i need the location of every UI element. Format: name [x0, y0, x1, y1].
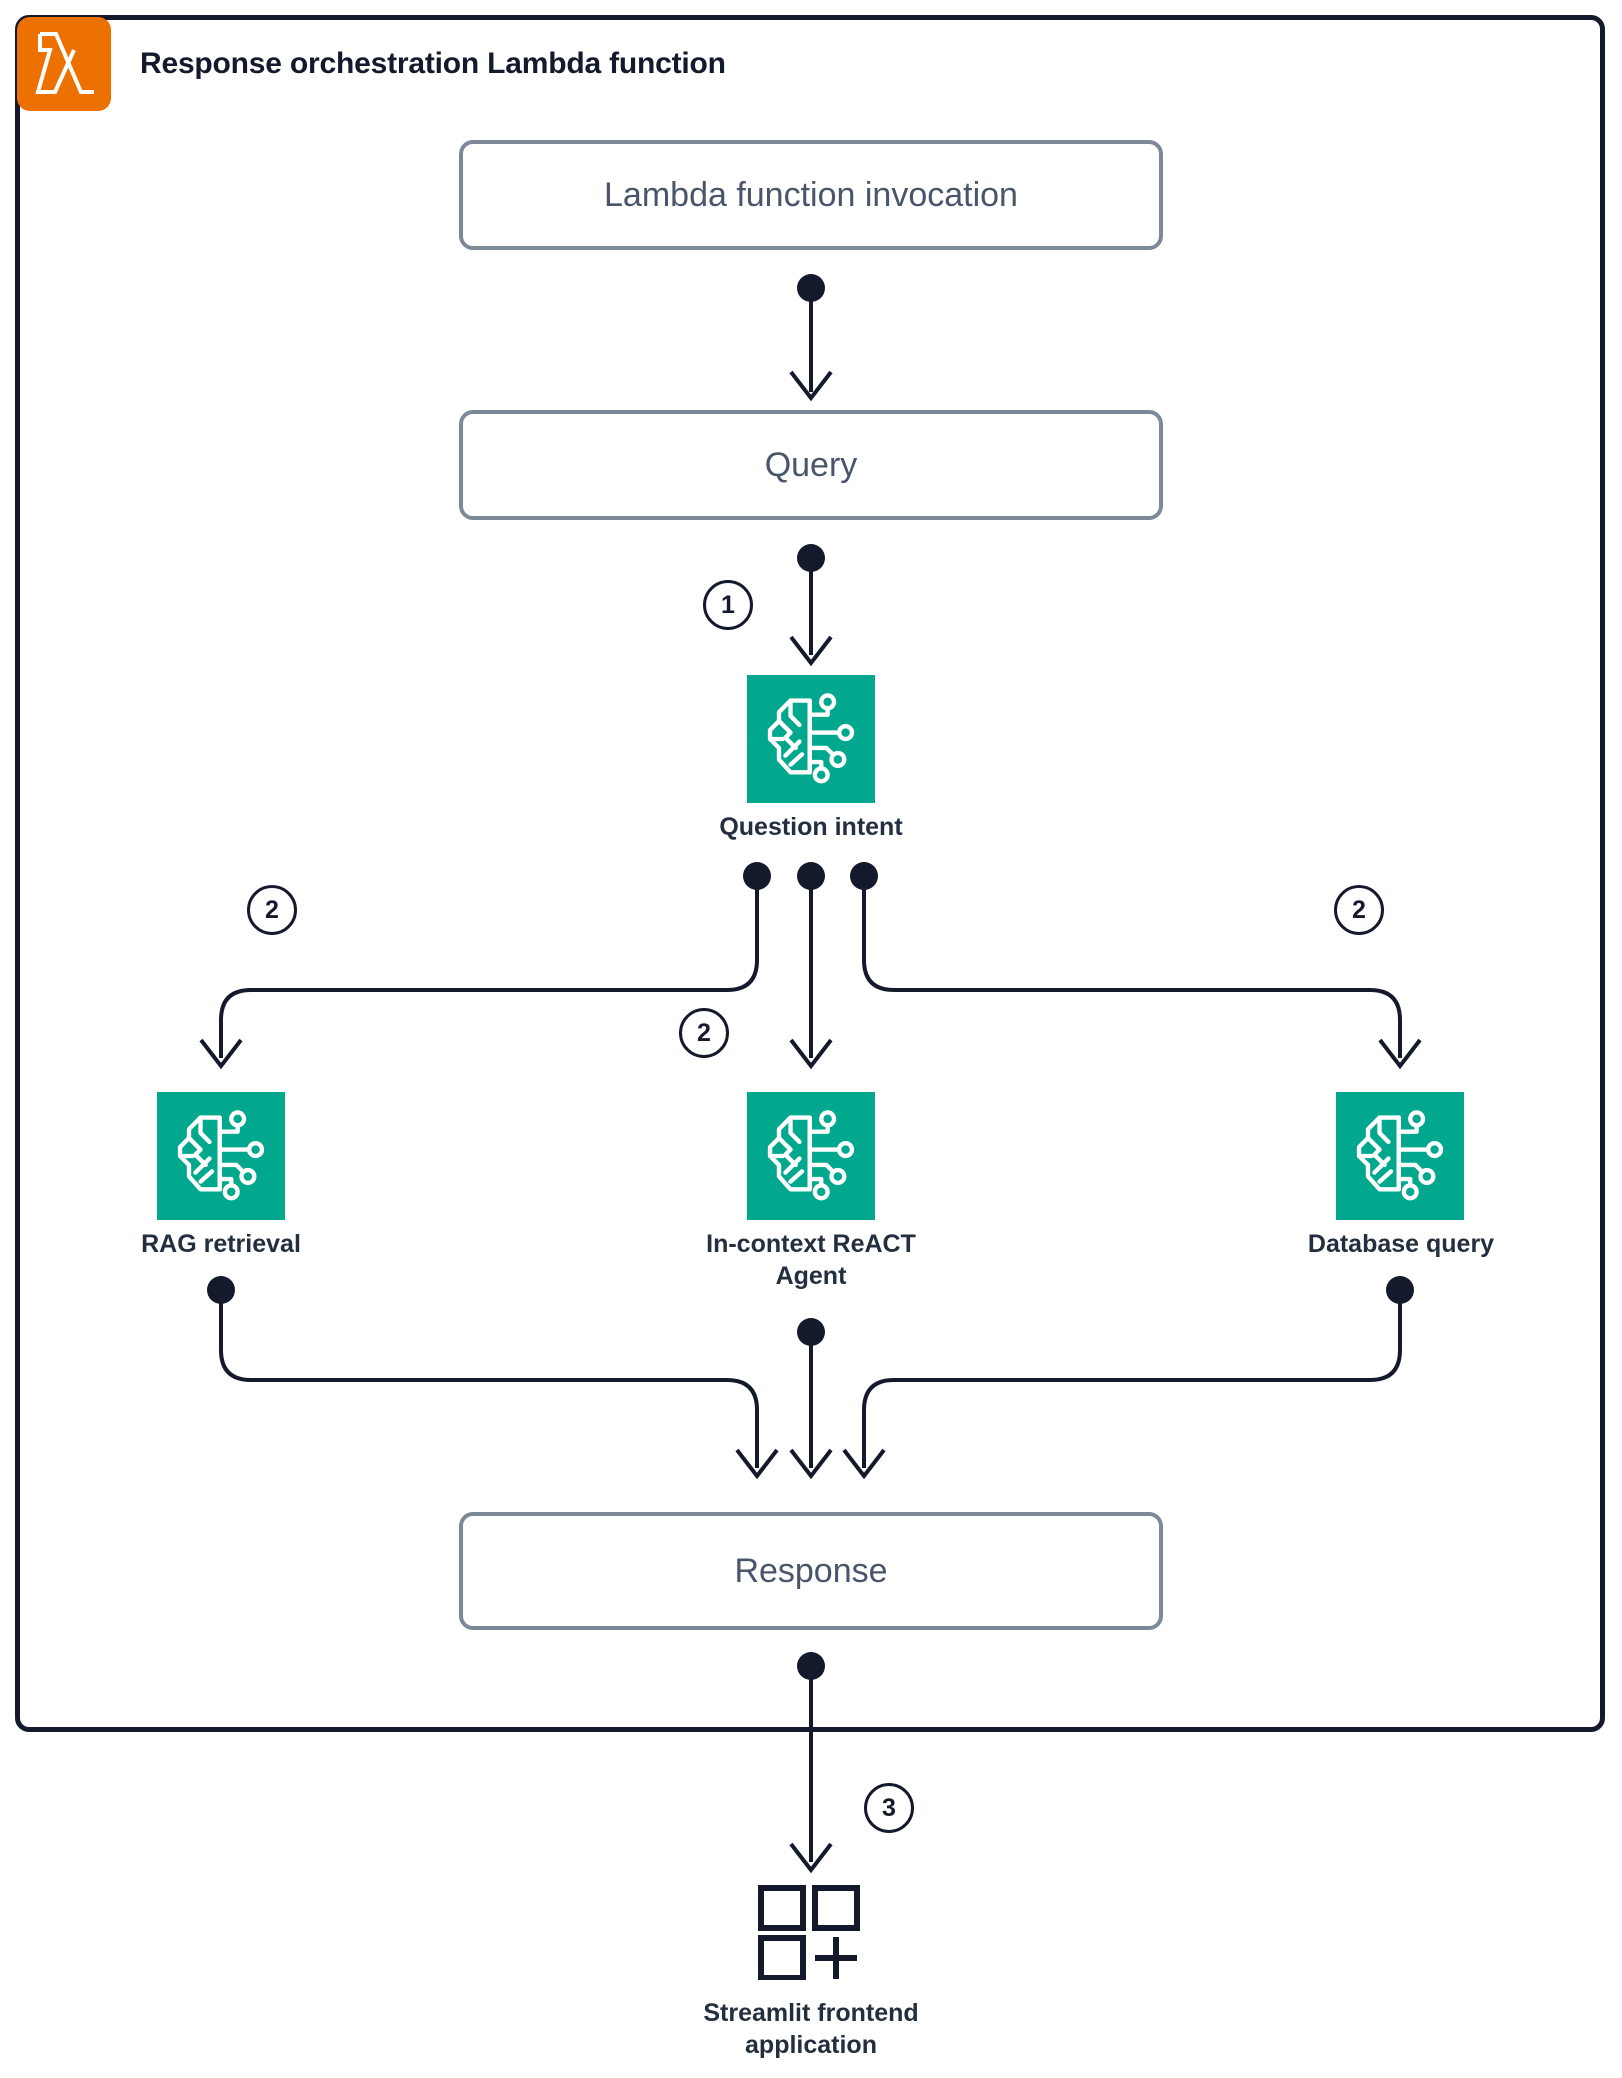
container-title: Response orchestration Lambda function	[140, 47, 726, 80]
label-question-intent: Question intent	[719, 813, 903, 841]
streamlit-grid-plus-icon	[757, 1884, 865, 1980]
aws-lambda-icon	[17, 17, 111, 111]
ai-brain-circuit-icon	[747, 675, 875, 803]
box-response: Response	[459, 1512, 1163, 1630]
ai-brain-circuit-icon	[157, 1092, 285, 1220]
lambda-function-container	[15, 15, 1605, 1732]
ai-brain-circuit-icon	[747, 1092, 875, 1220]
label-database-query: Database query	[1307, 1230, 1495, 1258]
step-badge-2-right: 2	[1334, 885, 1384, 935]
label-in-context-react-agent: In-context ReACT Agent	[706, 1230, 916, 1290]
label-streamlit-frontend-application: Streamlit frontend application	[703, 1999, 919, 2059]
step-badge-2-middle: 2	[679, 1008, 729, 1058]
box-query: Query	[459, 410, 1163, 520]
box-lambda-function-invocation: Lambda function invocation	[459, 140, 1163, 250]
step-badge-2-left: 2	[247, 885, 297, 935]
step-badge-1: 1	[703, 580, 753, 630]
arrow-head	[789, 1842, 833, 1874]
step-badge-3: 3	[864, 1783, 914, 1833]
label-rag-retrieval: RAG retrieval	[141, 1230, 301, 1258]
ai-brain-circuit-icon	[1336, 1092, 1464, 1220]
